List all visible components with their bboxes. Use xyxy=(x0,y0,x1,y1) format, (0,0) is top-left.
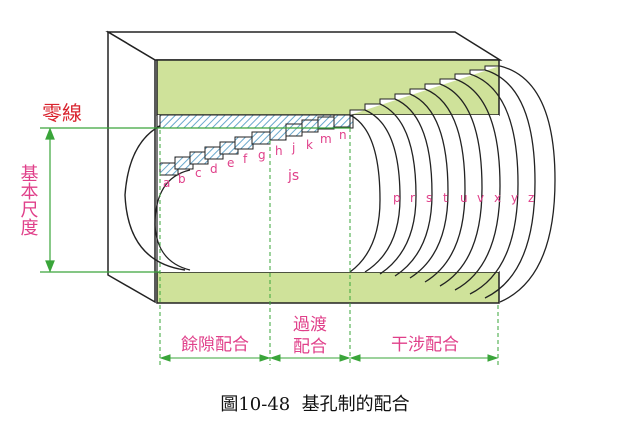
letter-u: u xyxy=(460,191,468,205)
clearance-fit-label: 餘隙配合 xyxy=(181,335,249,355)
letter-n: n xyxy=(339,128,347,142)
letter-d: d xyxy=(210,162,218,176)
letter-s: s xyxy=(426,191,432,205)
block xyxy=(105,30,503,304)
block-left-face xyxy=(107,30,156,304)
fit-dimension-arrows xyxy=(159,354,499,362)
basic-size-dimension xyxy=(45,127,55,273)
letter-m: m xyxy=(320,132,332,146)
zero-line-label: 零線 xyxy=(42,101,82,125)
letter-k: k xyxy=(306,138,313,152)
letter-v: v xyxy=(477,191,484,205)
letter-h: h xyxy=(275,144,283,158)
shaft-tolerance-steps xyxy=(159,114,351,176)
letter-p: p xyxy=(393,191,401,205)
fit-dividers xyxy=(159,128,499,365)
letter-j: j xyxy=(291,141,295,155)
letter-a: a xyxy=(163,176,170,190)
basic-size-label: 基本尺度 xyxy=(18,164,39,236)
shaft-letter-labels: p r s t u v x y z xyxy=(393,191,534,205)
letter-e: e xyxy=(227,156,234,170)
transition-fit-label-1: 過渡 xyxy=(293,315,327,335)
letter-js: js xyxy=(287,168,299,184)
hole-letter-labels: a b c d e f g h j k m n xyxy=(163,128,347,190)
figure-caption: 圖10-48 基孔制的配合 xyxy=(220,394,409,415)
bore xyxy=(157,115,499,272)
letter-x: x xyxy=(494,191,501,205)
letter-t: t xyxy=(443,191,448,205)
interference-rings xyxy=(349,65,556,303)
letter-b: b xyxy=(178,172,186,186)
letter-c: c xyxy=(195,166,202,180)
letter-f: f xyxy=(243,152,248,166)
interference-fit-label: 干涉配合 xyxy=(391,335,459,355)
letter-r: r xyxy=(410,191,415,205)
letter-y: y xyxy=(511,191,518,205)
lower-material xyxy=(156,271,500,304)
letter-z: z xyxy=(528,191,534,205)
upper-material xyxy=(156,59,500,116)
transition-fit-label-2: 配合 xyxy=(293,337,327,357)
block-top-face xyxy=(105,31,503,61)
letter-g: g xyxy=(258,148,266,162)
